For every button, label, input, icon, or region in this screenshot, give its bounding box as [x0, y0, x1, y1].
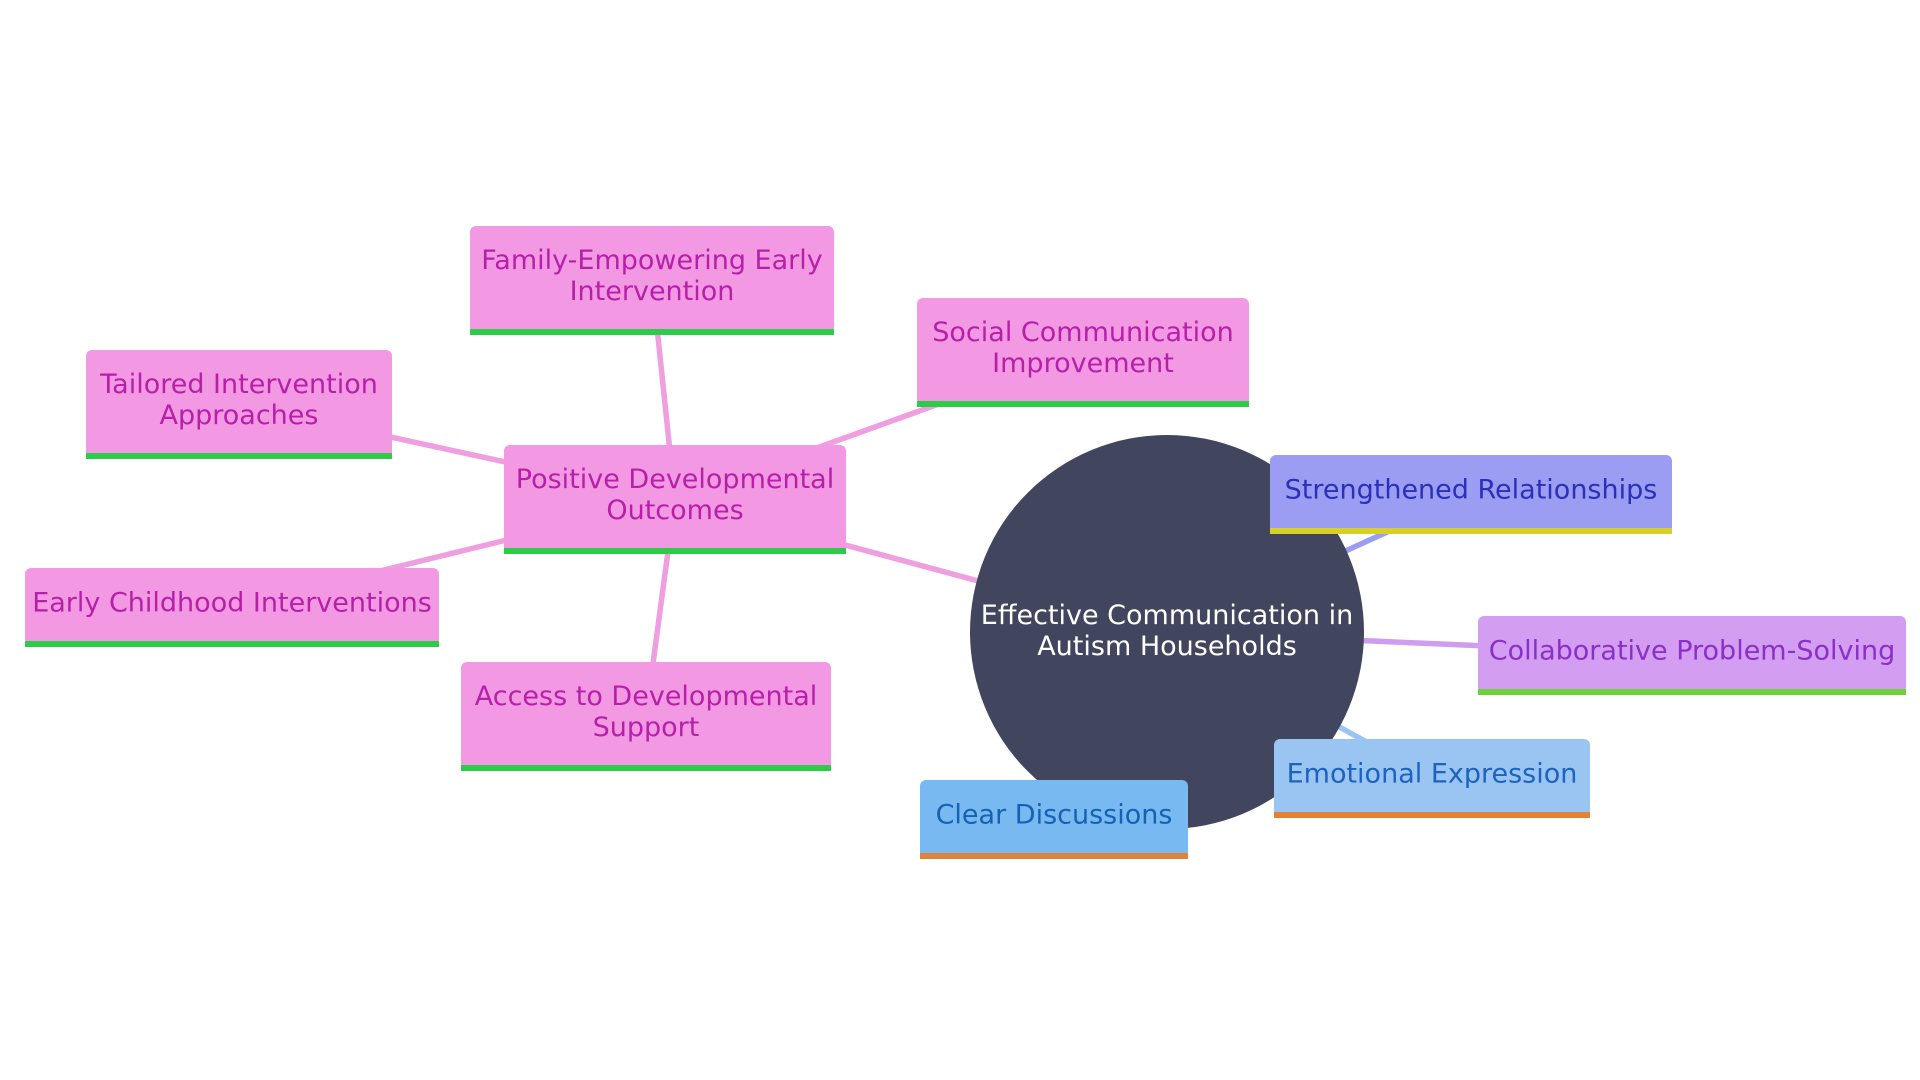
node-collaborative-problem-solving[interactable]: Collaborative Problem-Solving	[1478, 616, 1906, 695]
node-underline-bar	[470, 329, 834, 335]
node-box	[470, 226, 834, 334]
node-label-line: Tailored Intervention	[99, 369, 378, 400]
node-underline-bar	[1270, 528, 1672, 534]
node-label-line: Emotional Expression	[1287, 759, 1578, 790]
node-underline-bar	[461, 765, 831, 771]
node-underline-bar	[917, 401, 1249, 407]
node-label-line: Access to Developmental	[475, 681, 818, 712]
node-underline-bar	[920, 853, 1188, 859]
node-label-line: Clear Discussions	[936, 800, 1173, 831]
node-early-childhood-interventions[interactable]: Early Childhood Interventions	[25, 568, 439, 647]
root-node-label-line: Effective Communication in	[981, 600, 1353, 631]
node-label-line: Positive Developmental	[516, 464, 834, 495]
root-node-circle	[970, 435, 1364, 829]
node-label-line: Improvement	[992, 348, 1174, 379]
node-emotional-expression[interactable]: Emotional Expression	[1274, 739, 1590, 818]
node-label-line: Social Communication	[932, 317, 1233, 348]
node-underline-bar	[25, 641, 439, 647]
node-label-line: Family-Empowering Early	[481, 245, 823, 276]
node-box	[504, 445, 846, 553]
node-box	[461, 662, 831, 770]
node-label-line: Intervention	[570, 276, 735, 307]
node-box	[86, 350, 392, 458]
node-label-line: Early Childhood Interventions	[32, 588, 432, 619]
node-box	[1274, 739, 1590, 817]
node-strengthened-relationships[interactable]: Strengthened Relationships	[1270, 455, 1672, 534]
node-box	[25, 568, 439, 646]
node-box	[1478, 616, 1906, 694]
node-label-line: Outcomes	[606, 495, 743, 526]
node-label-line: Approaches	[160, 400, 319, 431]
node-clear-discussions[interactable]: Clear Discussions	[920, 780, 1188, 859]
node-underline-bar	[1478, 689, 1906, 695]
node-label-line: Support	[593, 712, 700, 743]
node-box	[917, 298, 1249, 406]
node-box	[1270, 455, 1672, 533]
node-underline-bar	[504, 548, 846, 554]
root-node-label-line: Autism Households	[1037, 631, 1297, 662]
node-label-line: Collaborative Problem-Solving	[1489, 636, 1896, 667]
node-label-line: Strengthened Relationships	[1285, 475, 1658, 506]
node-underline-bar	[86, 453, 392, 459]
node-underline-bar	[1274, 812, 1590, 818]
node-box	[920, 780, 1188, 858]
